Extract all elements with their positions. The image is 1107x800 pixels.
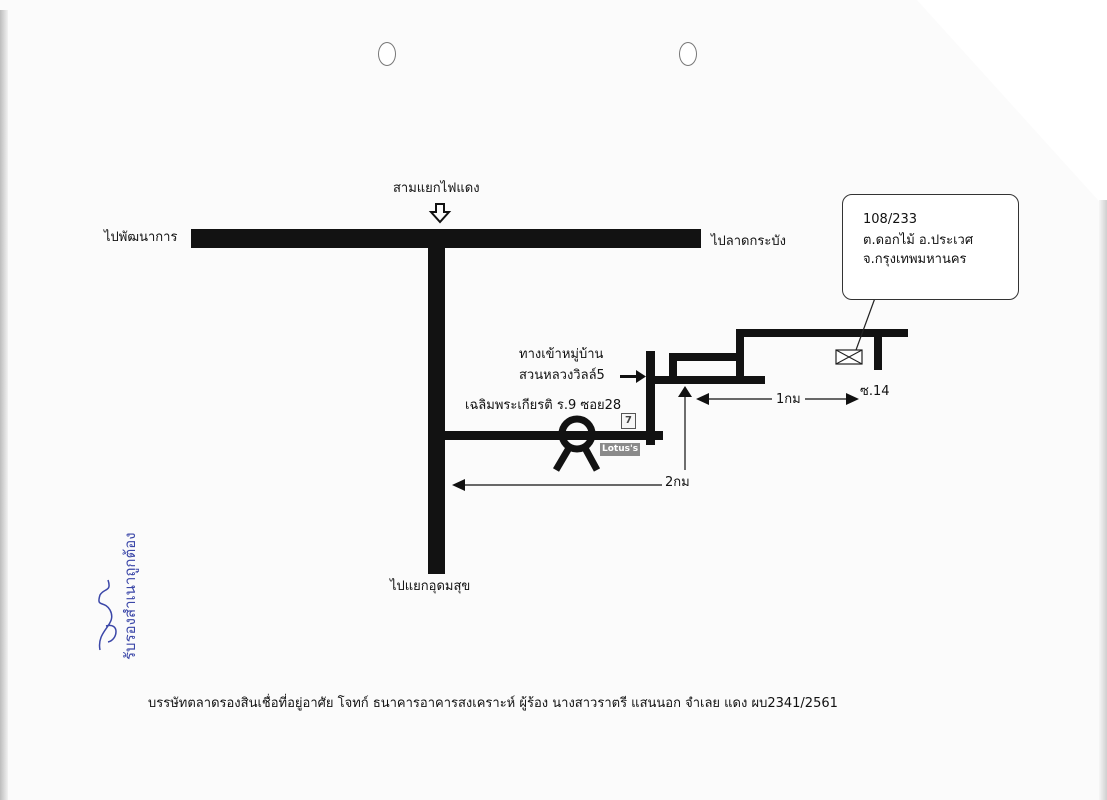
case-footer: บรรษัทตลาดรองสินเชื่อที่อยู่อาศัย โจทก์ … (148, 696, 838, 711)
village-road-horizontal (655, 376, 765, 384)
distance-2km-marker (452, 386, 692, 491)
address-line2: ต.ดอกไม้ อ.ประเวศ (863, 233, 974, 248)
village-lanes (669, 329, 908, 380)
village-entry-label-line2: สวนหลวงวิลล์5 (519, 368, 605, 383)
junction-label: สามแยกไฟแดง (393, 181, 480, 196)
folded-corner (917, 0, 1107, 210)
soi28-label: เฉลิมพระเกียรติ ร.9 ซอย28 (465, 398, 622, 413)
lotus-store-icon: Lotus's (600, 443, 640, 456)
soi28-road (445, 431, 663, 440)
address-callout: 108/233 ต.ดอกไม้ อ.ประเวศ จ.กรุงเทพมหานค… (842, 194, 1019, 300)
distance-1km-label: 1กม (776, 392, 801, 407)
punch-hole-left (378, 42, 396, 66)
distance-2km-label: 2กม (665, 475, 690, 490)
village-entry-label-line1: ทางเข้าหมู่บ้าน (519, 347, 604, 362)
village-entry-arrow-icon (620, 370, 646, 383)
house-marker (835, 349, 863, 365)
west-direction-label: ไปพัฒนาการ (104, 230, 178, 245)
scan-edge-left (0, 10, 8, 800)
distance-1km-marker (696, 393, 859, 405)
main-road-vertical (428, 248, 445, 574)
scan-edge-right (1099, 200, 1107, 800)
address-line3: จ.กรุงเทพมหานคร (863, 252, 967, 267)
callout-pointer (855, 297, 876, 351)
punch-hole-right (679, 42, 697, 66)
main-road-horizontal (191, 229, 701, 248)
village-road-vertical (646, 351, 655, 445)
east-direction-label: ไปลาดกระบัง (711, 234, 786, 249)
certified-copy-stamp: รับรองสำเนาถูกต้อง (121, 532, 139, 660)
roundabout-monument (552, 415, 601, 472)
address-line1: 108/233 (863, 212, 918, 227)
south-direction-label: ไปแยกอุดมสุข (390, 579, 471, 594)
junction-arrow-icon (428, 203, 452, 224)
soi14-label: ซ.14 (860, 384, 890, 399)
seven-eleven-icon: 7 (621, 413, 636, 429)
signature (98, 579, 117, 651)
